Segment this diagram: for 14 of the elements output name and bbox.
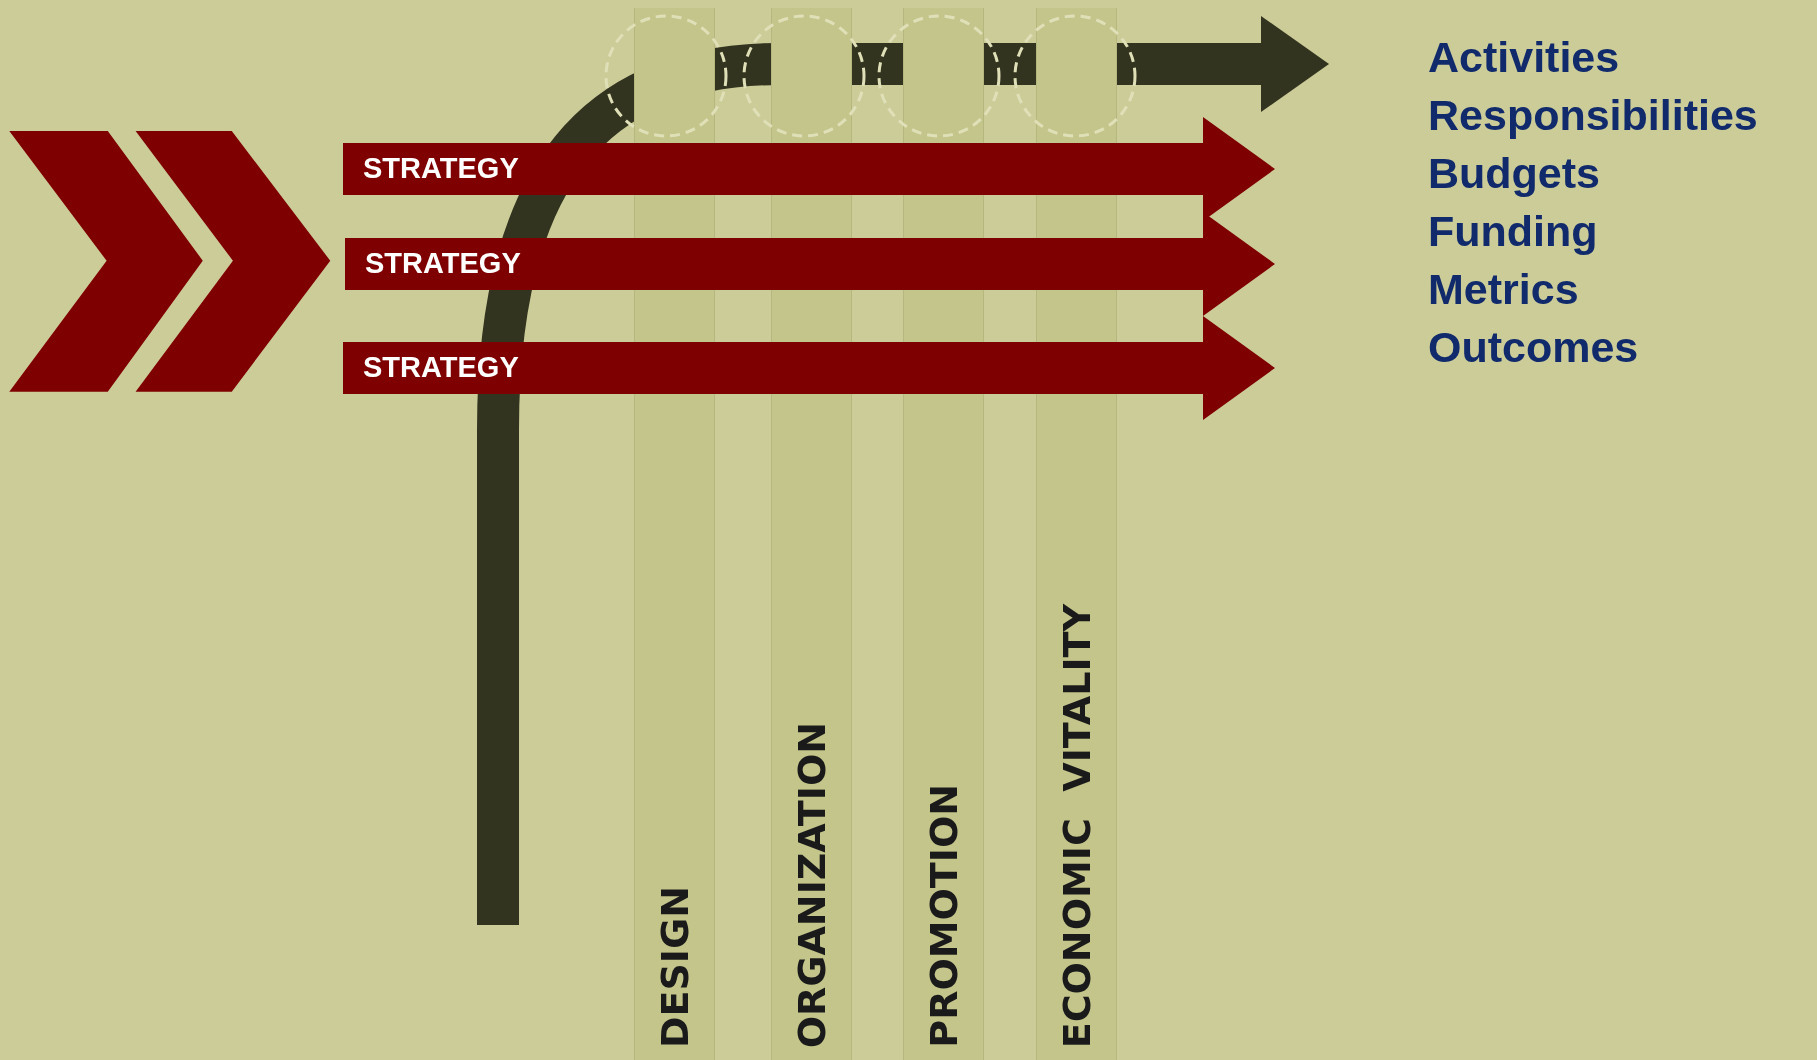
column-label: ORGANIZATION [792, 721, 831, 1048]
column-label: ECONOMIC VITALITY [1057, 603, 1096, 1048]
list-item: Outcomes [1428, 322, 1640, 373]
column-label: PROMOTION [924, 784, 963, 1048]
list-item: Responsibilities [1428, 90, 1758, 141]
list-item: Budgets [1428, 148, 1601, 199]
column-label: DESIGN [655, 886, 694, 1048]
strategy-banner [343, 316, 1275, 420]
arrow-label: STRATEGY [363, 350, 519, 386]
list-item: Metrics [1428, 264, 1580, 315]
arrow-label: STRATEGY [365, 246, 521, 282]
arrow-label: STRATEGY [363, 151, 519, 187]
list-item: Funding [1428, 206, 1599, 257]
list-item: Activities [1428, 32, 1621, 83]
